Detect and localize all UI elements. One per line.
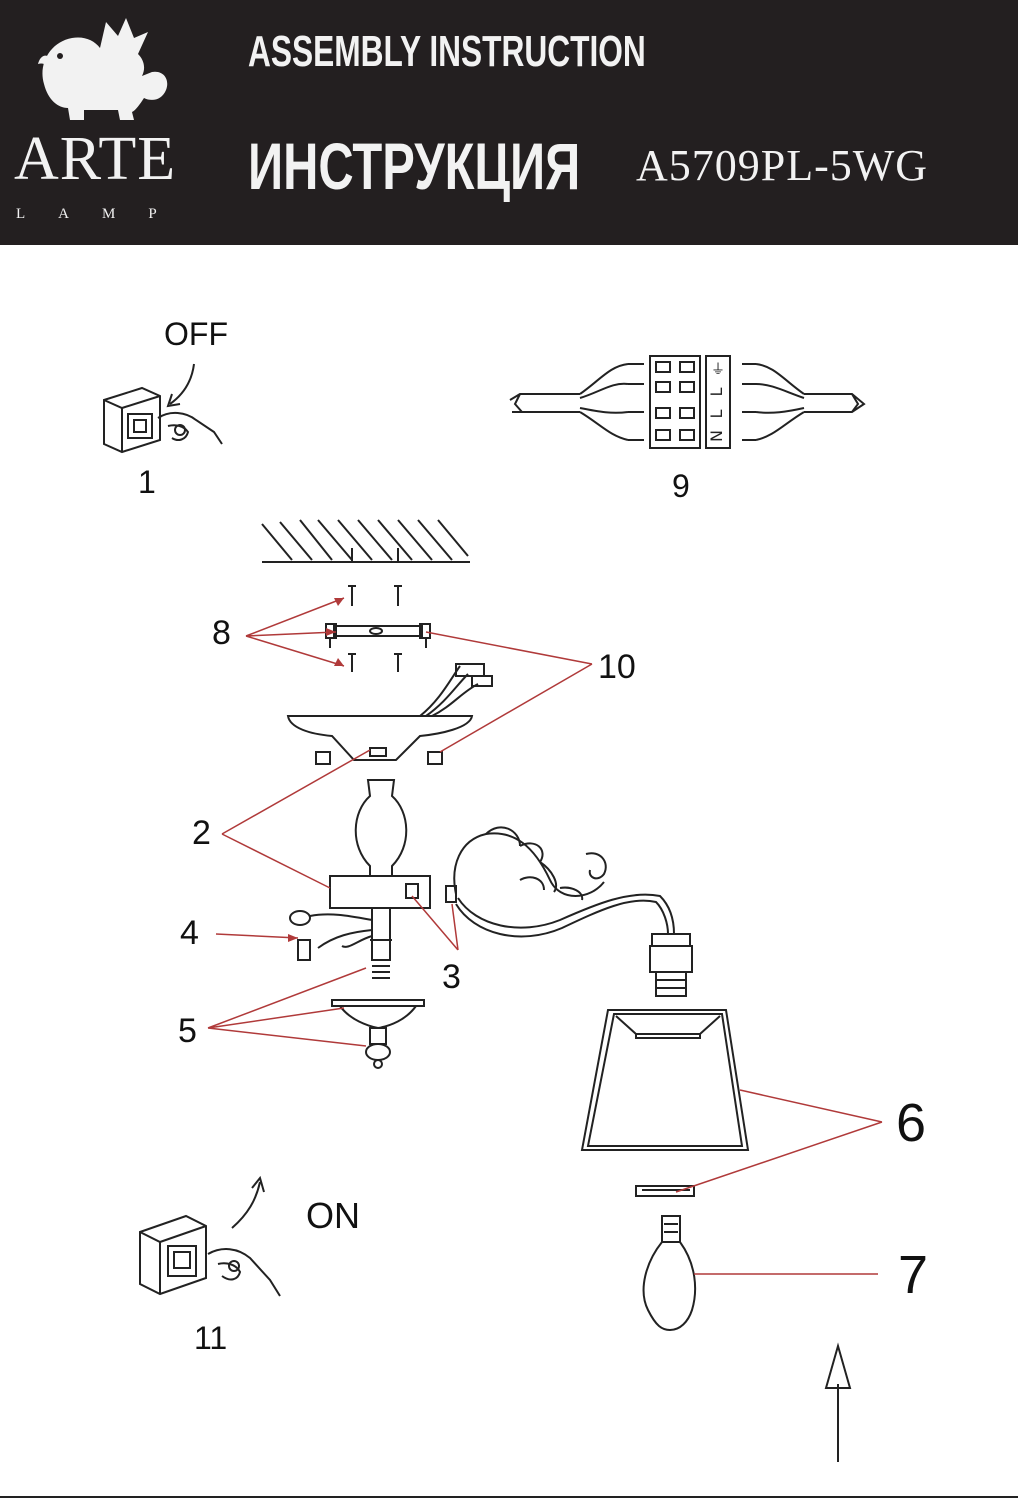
- arrow-icon: [231, 1175, 265, 1229]
- lamp-body: [329, 779, 431, 979]
- model-number: A5709PL-5WG: [636, 141, 929, 190]
- hand-icon: [157, 412, 223, 445]
- mounting-screws: [348, 585, 402, 672]
- callout-4: 4: [180, 914, 199, 952]
- winged-lion-logo-icon: [38, 18, 168, 120]
- terminal-marking-l1: L: [707, 387, 726, 396]
- lamp-socket: [649, 933, 693, 997]
- terminal-marking-n: N: [707, 430, 726, 442]
- title-english: ASSEMBLY INSTRUCTION: [248, 27, 646, 76]
- mounting-bar: [325, 623, 431, 648]
- canopy: [286, 663, 493, 765]
- callout-3: 3: [442, 958, 461, 996]
- header-banner: ARTE LAMP ASSEMBLY INSTRUCTION ИНСТРУКЦИ…: [0, 0, 1018, 245]
- terminal-block-icon: [509, 355, 866, 449]
- step-number-9: 9: [672, 468, 690, 504]
- title-russian: ИНСТРУКЦИЯ: [248, 129, 581, 203]
- scroll-arm: [445, 826, 675, 938]
- arrow-icon: [824, 1342, 852, 1462]
- candle-bulb: [642, 1215, 697, 1332]
- callout-7: 7: [898, 1245, 929, 1305]
- arrow-icon: [166, 363, 195, 408]
- wire-bundle: [289, 910, 373, 961]
- callout-6: 6: [896, 1093, 927, 1153]
- bottom-border: [0, 1496, 1018, 1498]
- brand-wordmark: ARTE: [14, 125, 177, 193]
- callout-leaders: [207, 597, 883, 1275]
- light-switch-icon: [139, 1214, 207, 1296]
- off-caption: OFF: [164, 316, 228, 352]
- light-switch-icon: [103, 386, 161, 454]
- shade-ring: [635, 1185, 695, 1197]
- hand-icon: [207, 1248, 281, 1297]
- callout-10: 10: [598, 648, 636, 686]
- callout-2: 2: [192, 814, 211, 852]
- on-caption: ON: [306, 1195, 360, 1236]
- terminal-marking-earth: ⏚: [711, 362, 725, 378]
- brand-subtitle: LAMP: [16, 206, 190, 222]
- callout-5: 5: [178, 1012, 197, 1050]
- step-number-1: 1: [138, 464, 156, 500]
- terminal-marking-l2: L: [707, 409, 726, 418]
- step-number-11: 11: [194, 1320, 228, 1356]
- leader-arrowheads: [288, 598, 344, 942]
- lamp-shade: [580, 1009, 750, 1151]
- bottom-finial: [331, 999, 425, 1069]
- ceiling-hatch: [261, 519, 470, 563]
- callout-8: 8: [212, 614, 231, 652]
